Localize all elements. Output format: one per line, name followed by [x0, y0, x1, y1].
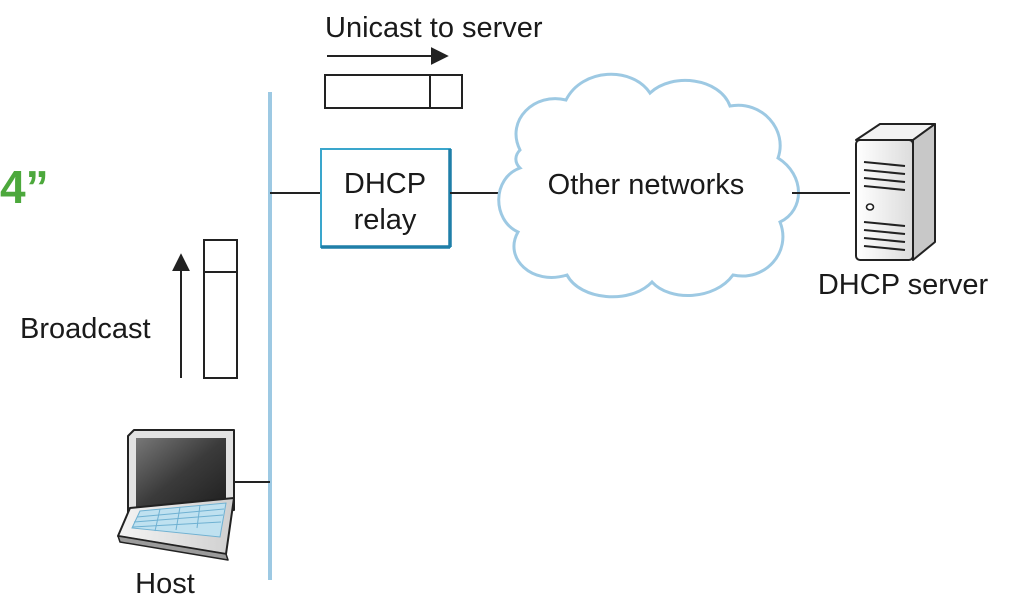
- broadcast-packet-icon: [203, 239, 238, 379]
- unicast-label: Unicast to server: [325, 12, 543, 44]
- server-label: DHCP server: [818, 269, 989, 301]
- cropped-text-fragment: 4”: [0, 161, 49, 213]
- relay-label-line1: DHCP: [344, 168, 426, 200]
- host-computer-icon: [117, 429, 235, 561]
- server-icon: [855, 123, 936, 261]
- cloud-label: Other networks: [548, 169, 745, 201]
- broadcast-label: Broadcast: [20, 313, 151, 345]
- unicast-packet-icon: [324, 74, 463, 109]
- host-label: Host: [135, 568, 195, 597]
- relay-label-line2: relay: [354, 204, 417, 236]
- cloud-icon: Other networks: [497, 72, 800, 299]
- dhcp-relay-box: DHCP relay: [320, 148, 452, 249]
